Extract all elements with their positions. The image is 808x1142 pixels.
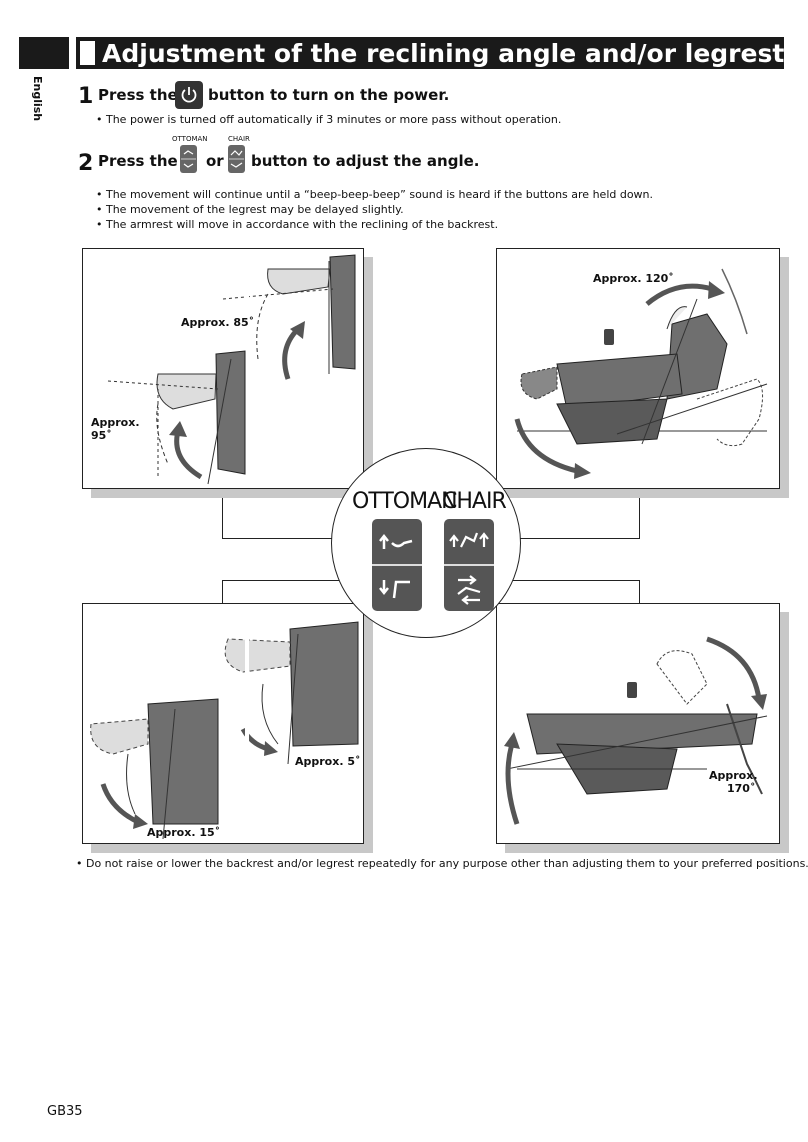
- section-header: Adjustment of the reclining angle and/or…: [76, 37, 784, 69]
- chair-mini-remote-icon: [228, 145, 245, 173]
- chair-mini-label: CHAIR: [228, 135, 250, 143]
- chair-raise-illustration: [514, 268, 768, 479]
- chair-down-button: [444, 566, 494, 611]
- panel-ottoman-lower: Approx. 5˚ Approx. 15˚: [82, 603, 364, 844]
- step-2-text-after: button to adjust the angle.: [251, 152, 480, 170]
- header-left-block: [19, 37, 69, 69]
- angle-label-170-line1: Approx.: [709, 769, 758, 782]
- step-2-note-3: • The armrest will move in accordance wi…: [96, 218, 499, 231]
- remote-buttons-callout: OTTOMAN CHAIR: [331, 448, 521, 638]
- step-2-note-1: • The movement will continue until a “be…: [96, 188, 654, 201]
- step-1-number: 1: [78, 84, 94, 109]
- angle-label-170-line2: 170˚: [727, 782, 756, 795]
- step-1-text-before: Press the: [98, 86, 178, 104]
- ottoman-up-button: [372, 519, 422, 564]
- ottoman-mini-remote-icon: [180, 145, 197, 173]
- power-icon: [181, 87, 197, 103]
- language-label: English: [31, 76, 44, 122]
- step-2-number: 2: [78, 151, 94, 176]
- footer-note: • Do not raise or lower the backrest and…: [76, 857, 808, 870]
- power-button-illustration: [175, 81, 203, 109]
- panel-chair-raise: Approx. 120˚: [496, 248, 780, 489]
- legrest-up-icon: [379, 533, 413, 549]
- angle-label-120: Approx. 120˚: [593, 272, 674, 285]
- header-mark: [80, 41, 95, 65]
- chair-recline-illustration: [504, 636, 768, 825]
- chair-buttons: [444, 519, 494, 611]
- panel-ottoman-raise: Approx. 85˚ Approx. 95˚: [82, 248, 364, 489]
- recline-up-icon: [449, 532, 489, 548]
- ottoman-buttons: [372, 519, 422, 611]
- step-2-or: or: [206, 152, 224, 170]
- step-2-note-2: • The movement of the legrest may be del…: [96, 203, 404, 216]
- page-number: GB35: [47, 1104, 83, 1119]
- ottoman-mini-label: OTTOMAN: [172, 135, 208, 143]
- angle-label-85: Approx. 85˚: [181, 316, 255, 329]
- remote-chair-label: CHAIR: [442, 489, 507, 514]
- recline-down-icon: [457, 575, 481, 605]
- ottoman-raise-illustration: [107, 249, 363, 488]
- angle-label-95-line1: Approx.: [91, 416, 140, 429]
- remote-ottoman-label: OTTOMAN: [352, 489, 458, 514]
- step-2-text-before: Press the: [98, 152, 178, 170]
- ottoman-lower-illustration: [90, 604, 359, 843]
- step-1-note: • The power is turned off automatically …: [96, 113, 562, 126]
- angle-label-95-line2: 95˚: [91, 429, 112, 442]
- panel-chair-recline: Approx. 170˚: [496, 603, 780, 844]
- step-1-text-after: button to turn on the power.: [208, 86, 450, 104]
- angle-label-5: Approx. 5˚: [295, 755, 361, 768]
- legrest-down-icon: [379, 580, 410, 599]
- section-title: Adjustment of the reclining angle and/or…: [102, 39, 785, 68]
- angle-label-15: Approx. 15˚: [147, 826, 221, 839]
- chair-up-button: [444, 519, 494, 564]
- ottoman-down-button: [372, 566, 422, 611]
